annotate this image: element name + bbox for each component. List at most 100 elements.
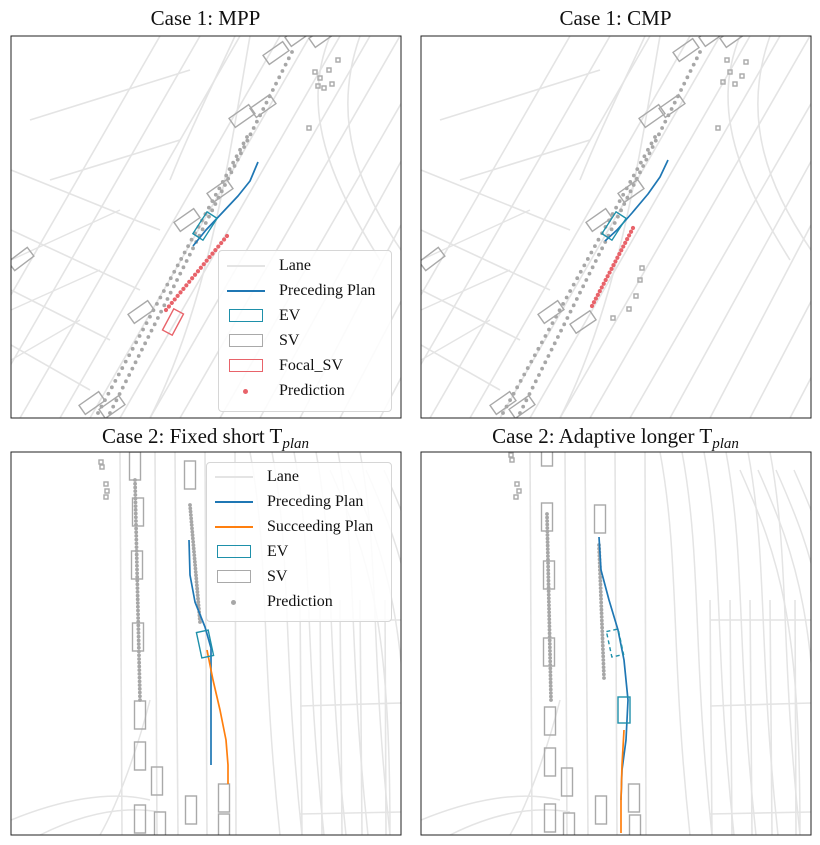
sv-prediction-point xyxy=(123,359,128,364)
sv-prediction-point xyxy=(547,613,552,618)
sv-prediction-point xyxy=(546,568,551,573)
sv-prediction-point xyxy=(598,575,603,580)
sv-prediction-point xyxy=(694,56,699,61)
focal-prediction-point xyxy=(603,277,608,283)
focal-prediction-point xyxy=(169,300,174,306)
lane-line xyxy=(709,223,811,418)
sv-prediction-point xyxy=(143,341,148,346)
sv-prediction-point xyxy=(589,250,594,255)
small-sv-box xyxy=(103,481,109,487)
small-sv-box xyxy=(514,481,520,487)
sv-prediction-point xyxy=(196,596,200,601)
sv-prediction-point xyxy=(599,618,604,623)
focal-prediction-point xyxy=(611,263,616,268)
sv-box xyxy=(542,637,556,667)
sv-prediction-point xyxy=(631,173,636,178)
focal-prediction-point xyxy=(605,274,610,279)
sv-prediction-point xyxy=(290,50,294,54)
sv-prediction-point xyxy=(609,227,614,232)
sv-prediction-point xyxy=(660,126,665,130)
sv-prediction-point xyxy=(251,126,256,130)
lane-line xyxy=(499,36,721,418)
sv-prediction-point xyxy=(261,107,266,111)
sv-prediction-point xyxy=(536,346,541,351)
sv-prediction-point xyxy=(134,340,139,345)
title-text: Case 2: Adaptive longer T xyxy=(492,424,713,448)
legend-item-preceding-plan: Preceding Plan xyxy=(207,490,363,514)
small-sv-box xyxy=(103,494,109,500)
lane-curve xyxy=(99,699,151,835)
sv-prediction-point xyxy=(521,404,526,409)
sv-prediction-point xyxy=(232,164,237,168)
small-sv-box xyxy=(99,464,105,470)
focal-prediction-point xyxy=(607,270,612,275)
lane-line xyxy=(154,452,158,835)
sv-prediction-point xyxy=(134,552,139,557)
sv-prediction-point xyxy=(549,694,553,699)
lane-curve xyxy=(559,36,661,418)
sv-prediction-point xyxy=(195,586,200,591)
sv-prediction-point xyxy=(598,593,603,598)
sv-prediction-point xyxy=(547,627,552,632)
lane-cross xyxy=(421,269,511,311)
sv-prediction-point xyxy=(188,513,193,517)
lane-line xyxy=(469,36,691,418)
sv-prediction-point xyxy=(120,366,125,370)
sv-prediction-point xyxy=(134,534,139,538)
sv-prediction-point xyxy=(192,549,196,554)
sv-prediction-point xyxy=(189,523,194,527)
sv-prediction-point xyxy=(175,278,179,282)
sv-box xyxy=(719,36,747,49)
sv-box xyxy=(184,795,198,825)
sv-prediction-point xyxy=(547,606,551,611)
sv-prediction-point xyxy=(552,341,557,346)
panel-title-fixed-short: Case 2: Fixed short Tplan xyxy=(10,424,401,452)
sv-prediction-point xyxy=(547,620,552,625)
lane-line xyxy=(379,376,401,418)
sv-prediction-point xyxy=(274,81,278,86)
sv-prediction-point xyxy=(614,205,619,210)
sv-box xyxy=(543,803,557,833)
focal-prediction-point xyxy=(601,281,606,286)
focal-prediction-point xyxy=(201,262,206,267)
sv-prediction-point xyxy=(135,601,140,605)
title-subscript: plan xyxy=(282,436,310,452)
sv-box xyxy=(262,40,290,66)
legend-label: Focal_SV xyxy=(279,357,343,374)
sv-prediction-point xyxy=(137,690,142,695)
sv-prediction-point xyxy=(135,578,140,583)
panel-title-mpp: Case 1: MPP xyxy=(10,6,401,31)
sv-box xyxy=(543,706,557,736)
sv-prediction-point xyxy=(137,334,142,338)
sv-prediction-point xyxy=(546,564,551,569)
sv-prediction-point xyxy=(625,195,630,200)
sv-prediction-point xyxy=(109,385,114,390)
sv-prediction-point xyxy=(615,214,620,219)
lane-cross xyxy=(11,229,141,291)
sv-prediction-point xyxy=(120,385,125,390)
lane-line xyxy=(769,599,773,835)
small-sv-box xyxy=(516,488,522,494)
sv-prediction-point xyxy=(191,246,195,251)
small-sv-box xyxy=(317,75,323,81)
sv-box xyxy=(508,394,536,418)
sv-prediction-point xyxy=(135,593,140,598)
sv-prediction-point xyxy=(545,533,550,537)
lane-line xyxy=(669,159,811,418)
focal-prediction-point xyxy=(213,247,218,253)
sv-prediction-point xyxy=(642,154,647,159)
sv-prediction-point xyxy=(227,167,232,171)
sv-prediction-point xyxy=(522,372,527,377)
small-sv-box xyxy=(739,73,745,79)
sv-prediction-point xyxy=(283,62,288,67)
sv-prediction-point xyxy=(181,265,186,270)
sv-prediction-point xyxy=(549,347,554,352)
sv-prediction-point xyxy=(152,322,157,327)
lane-cross xyxy=(421,169,571,231)
focal-prediction-point xyxy=(175,293,180,299)
sv-prediction-point xyxy=(555,335,560,339)
sv-box xyxy=(628,814,642,835)
lane-line xyxy=(359,599,363,835)
sv-box xyxy=(206,178,234,204)
lane-line xyxy=(584,452,589,835)
